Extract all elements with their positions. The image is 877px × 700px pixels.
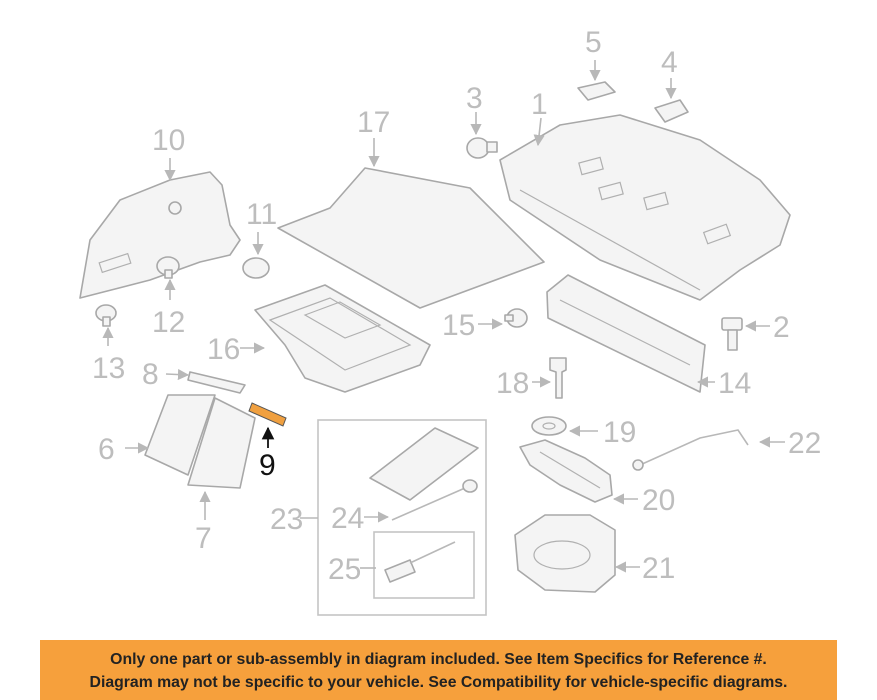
part-10-side-trim [79,171,241,299]
part-2-bolt [721,317,743,351]
part-14-rear-panel [546,274,706,393]
callout-2: 2 [773,311,790,344]
part-12-clip [156,256,180,279]
callout-3: 3 [466,82,483,115]
callout-11: 11 [246,198,277,231]
part-21-tire-tray [514,514,616,593]
disclaimer-banner: Only one part or sub-assembly in diagram… [40,640,837,700]
part-17-floor-mat [277,167,545,309]
leader-1 [533,117,545,147]
callout-6: 6 [98,433,115,466]
part-20-holder [519,439,613,503]
callout-12: 12 [152,306,185,339]
part-1-rear-shelf [499,114,791,301]
callout-4: 4 [661,46,678,79]
callout-20: 20 [642,484,675,517]
callout-13: 13 [92,352,125,385]
callout-18: 18 [496,367,529,400]
part-5-cap [577,81,616,101]
callout-17: 17 [357,106,390,139]
callout-5: 5 [585,26,602,59]
part-13-clip [95,304,117,327]
callout-7: 7 [195,522,212,555]
part-7-panel [187,397,256,489]
part-24-wrench [391,479,478,521]
callout-10: 10 [152,124,185,157]
callout-23: 23 [270,503,303,536]
callout-22: 22 [788,427,821,460]
callout-25: 25 [328,553,361,586]
part-15-screw [504,308,528,328]
part-25-tool-set [373,531,475,599]
callout-15: 15 [442,309,475,342]
leader-8 [165,368,190,381]
callout-8: 8 [142,358,159,391]
part-18-hook [549,357,567,399]
callout-9: 9 [259,449,276,482]
part-3-clip [466,137,498,159]
callout-24: 24 [331,502,364,535]
part-6-panel [144,394,216,476]
callout-14: 14 [718,367,751,400]
disclaimer-line-1: Only one part or sub-assembly in diagram… [110,651,767,668]
part-19-washer [531,416,567,436]
callout-19: 19 [603,416,636,449]
part-4-bracket [654,99,689,123]
callout-16: 16 [207,333,240,366]
part-9-highlighted-strip [248,402,287,427]
parts-diagram: 1 2 3 4 5 6 7 8 9 [79,26,821,616]
disclaimer-line-2: Diagram may not be specific to your vehi… [89,674,788,691]
part-16-tray [254,284,431,393]
callout-21: 21 [642,552,675,585]
callout-1: 1 [531,88,548,121]
part-8-strip [187,371,246,394]
part-22-jack-rod [632,429,749,471]
part-11-grommet [242,257,270,279]
